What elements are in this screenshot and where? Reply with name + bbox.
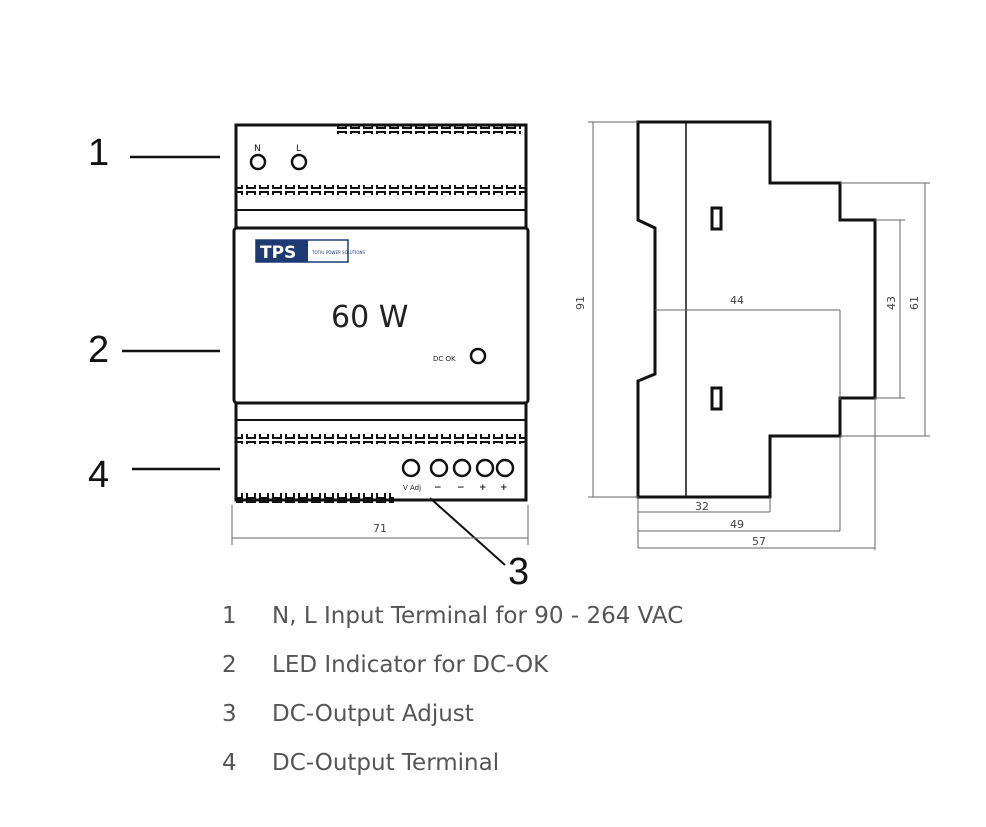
input-label-n: N [254,144,261,154]
legend-item: 3 DC-Output Adjust [222,701,822,750]
output-terminal-plus-1-icon [475,458,495,478]
legend-number: 1 [222,603,237,629]
dim-61: 61 [840,182,930,437]
side-slot-lower-icon [710,386,723,411]
front-width-dimension: 71 [231,505,529,545]
callout-2: 2 [88,329,220,371]
callout-2-number: 2 [88,329,109,371]
front-width-value: 71 [373,522,387,535]
dim-43-value: 43 [885,296,898,310]
legend-text: LED Indicator for DC-OK [272,652,549,678]
callout-1: 1 [88,132,220,174]
legend-text: N, L Input Terminal for 90 - 264 VAC [272,603,684,629]
side-height-value: 91 [574,296,587,310]
legend: 1 N, L Input Terminal for 90 - 264 VAC 2… [222,603,822,799]
dim-44: 44 [655,294,841,400]
output-label-plus-1: + [479,483,487,493]
output-label-minus-1: − [434,483,442,493]
callout-4: 4 [88,454,220,496]
side-height-dimension: 91 [574,121,638,498]
top-vent-fins [336,124,521,134]
output-terminal-minus-2-icon [452,458,472,478]
output-label-vadj: V Adj [403,484,421,492]
dim-49-value: 49 [730,518,744,531]
dim-32-value: 32 [695,500,709,513]
dim-bottom: 32 49 57 [637,398,876,550]
lower-vent-fins [236,434,526,444]
tps-logo-text: TPS [260,243,296,263]
power-rating: 60 W [331,300,408,335]
output-terminal-plus-2-icon [495,458,515,478]
front-view: N L TPS TOTAL POWER SOLUTIONS 60 W DC OK… [231,123,530,545]
side-slot-upper-icon [710,206,723,231]
legend-text: DC-Output Terminal [272,750,500,776]
dc-ok-led-icon [469,347,487,365]
input-terminal-l-icon [290,153,308,171]
output-terminal-minus-1-icon [429,458,449,478]
legend-item: 4 DC-Output Terminal [222,750,822,799]
v-adj-pot-icon [401,458,421,478]
legend-number: 4 [222,750,237,776]
side-view: 91 44 43 61 32 [574,120,930,550]
bottom-vent-fins [236,493,394,503]
callout-1-number: 1 [88,132,109,174]
legend-text: DC-Output Adjust [272,701,474,727]
output-label-plus-2: + [500,483,508,493]
input-terminal-n-icon [249,153,267,171]
callout-4-number: 4 [88,454,109,496]
dim-43: 43 [875,219,905,399]
callout-3: 3 [429,497,529,593]
upper-vent-fins [236,185,526,195]
dc-ok-label: DC OK [433,355,456,363]
callout-3-number: 3 [508,551,529,593]
tps-logo-block [256,240,308,262]
tps-logo: TPS TOTAL POWER SOLUTIONS [255,239,365,263]
legend-item: 2 LED Indicator for DC-OK [222,652,822,701]
dim-61-value: 61 [908,296,921,310]
legend-number: 3 [222,701,237,727]
callout-3-leader [429,497,506,566]
dim-57-value: 57 [752,535,766,548]
legend-number: 2 [222,652,237,678]
input-label-l: L [296,144,301,154]
output-label-minus-2: − [457,483,465,493]
front-label-panel [232,226,530,405]
legend-item: 1 N, L Input Terminal for 90 - 264 VAC [222,603,822,652]
dim-44-value: 44 [730,294,744,307]
tps-logo-subtext: TOTAL POWER SOLUTIONS [311,250,365,255]
